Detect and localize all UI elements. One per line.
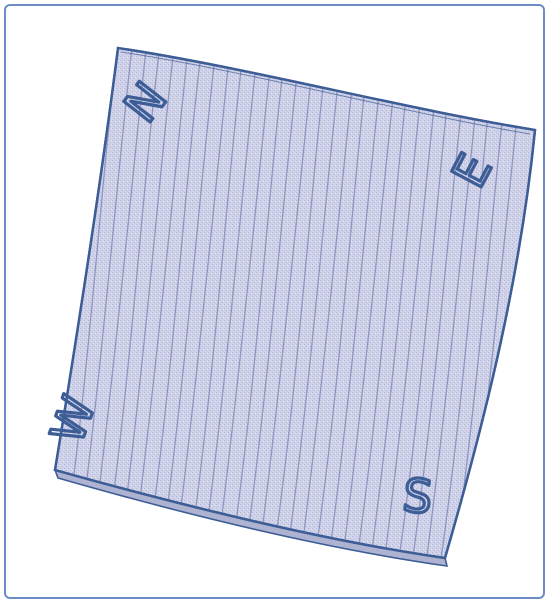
compass-south-label: S bbox=[400, 468, 435, 525]
tilted-square bbox=[55, 48, 535, 558]
